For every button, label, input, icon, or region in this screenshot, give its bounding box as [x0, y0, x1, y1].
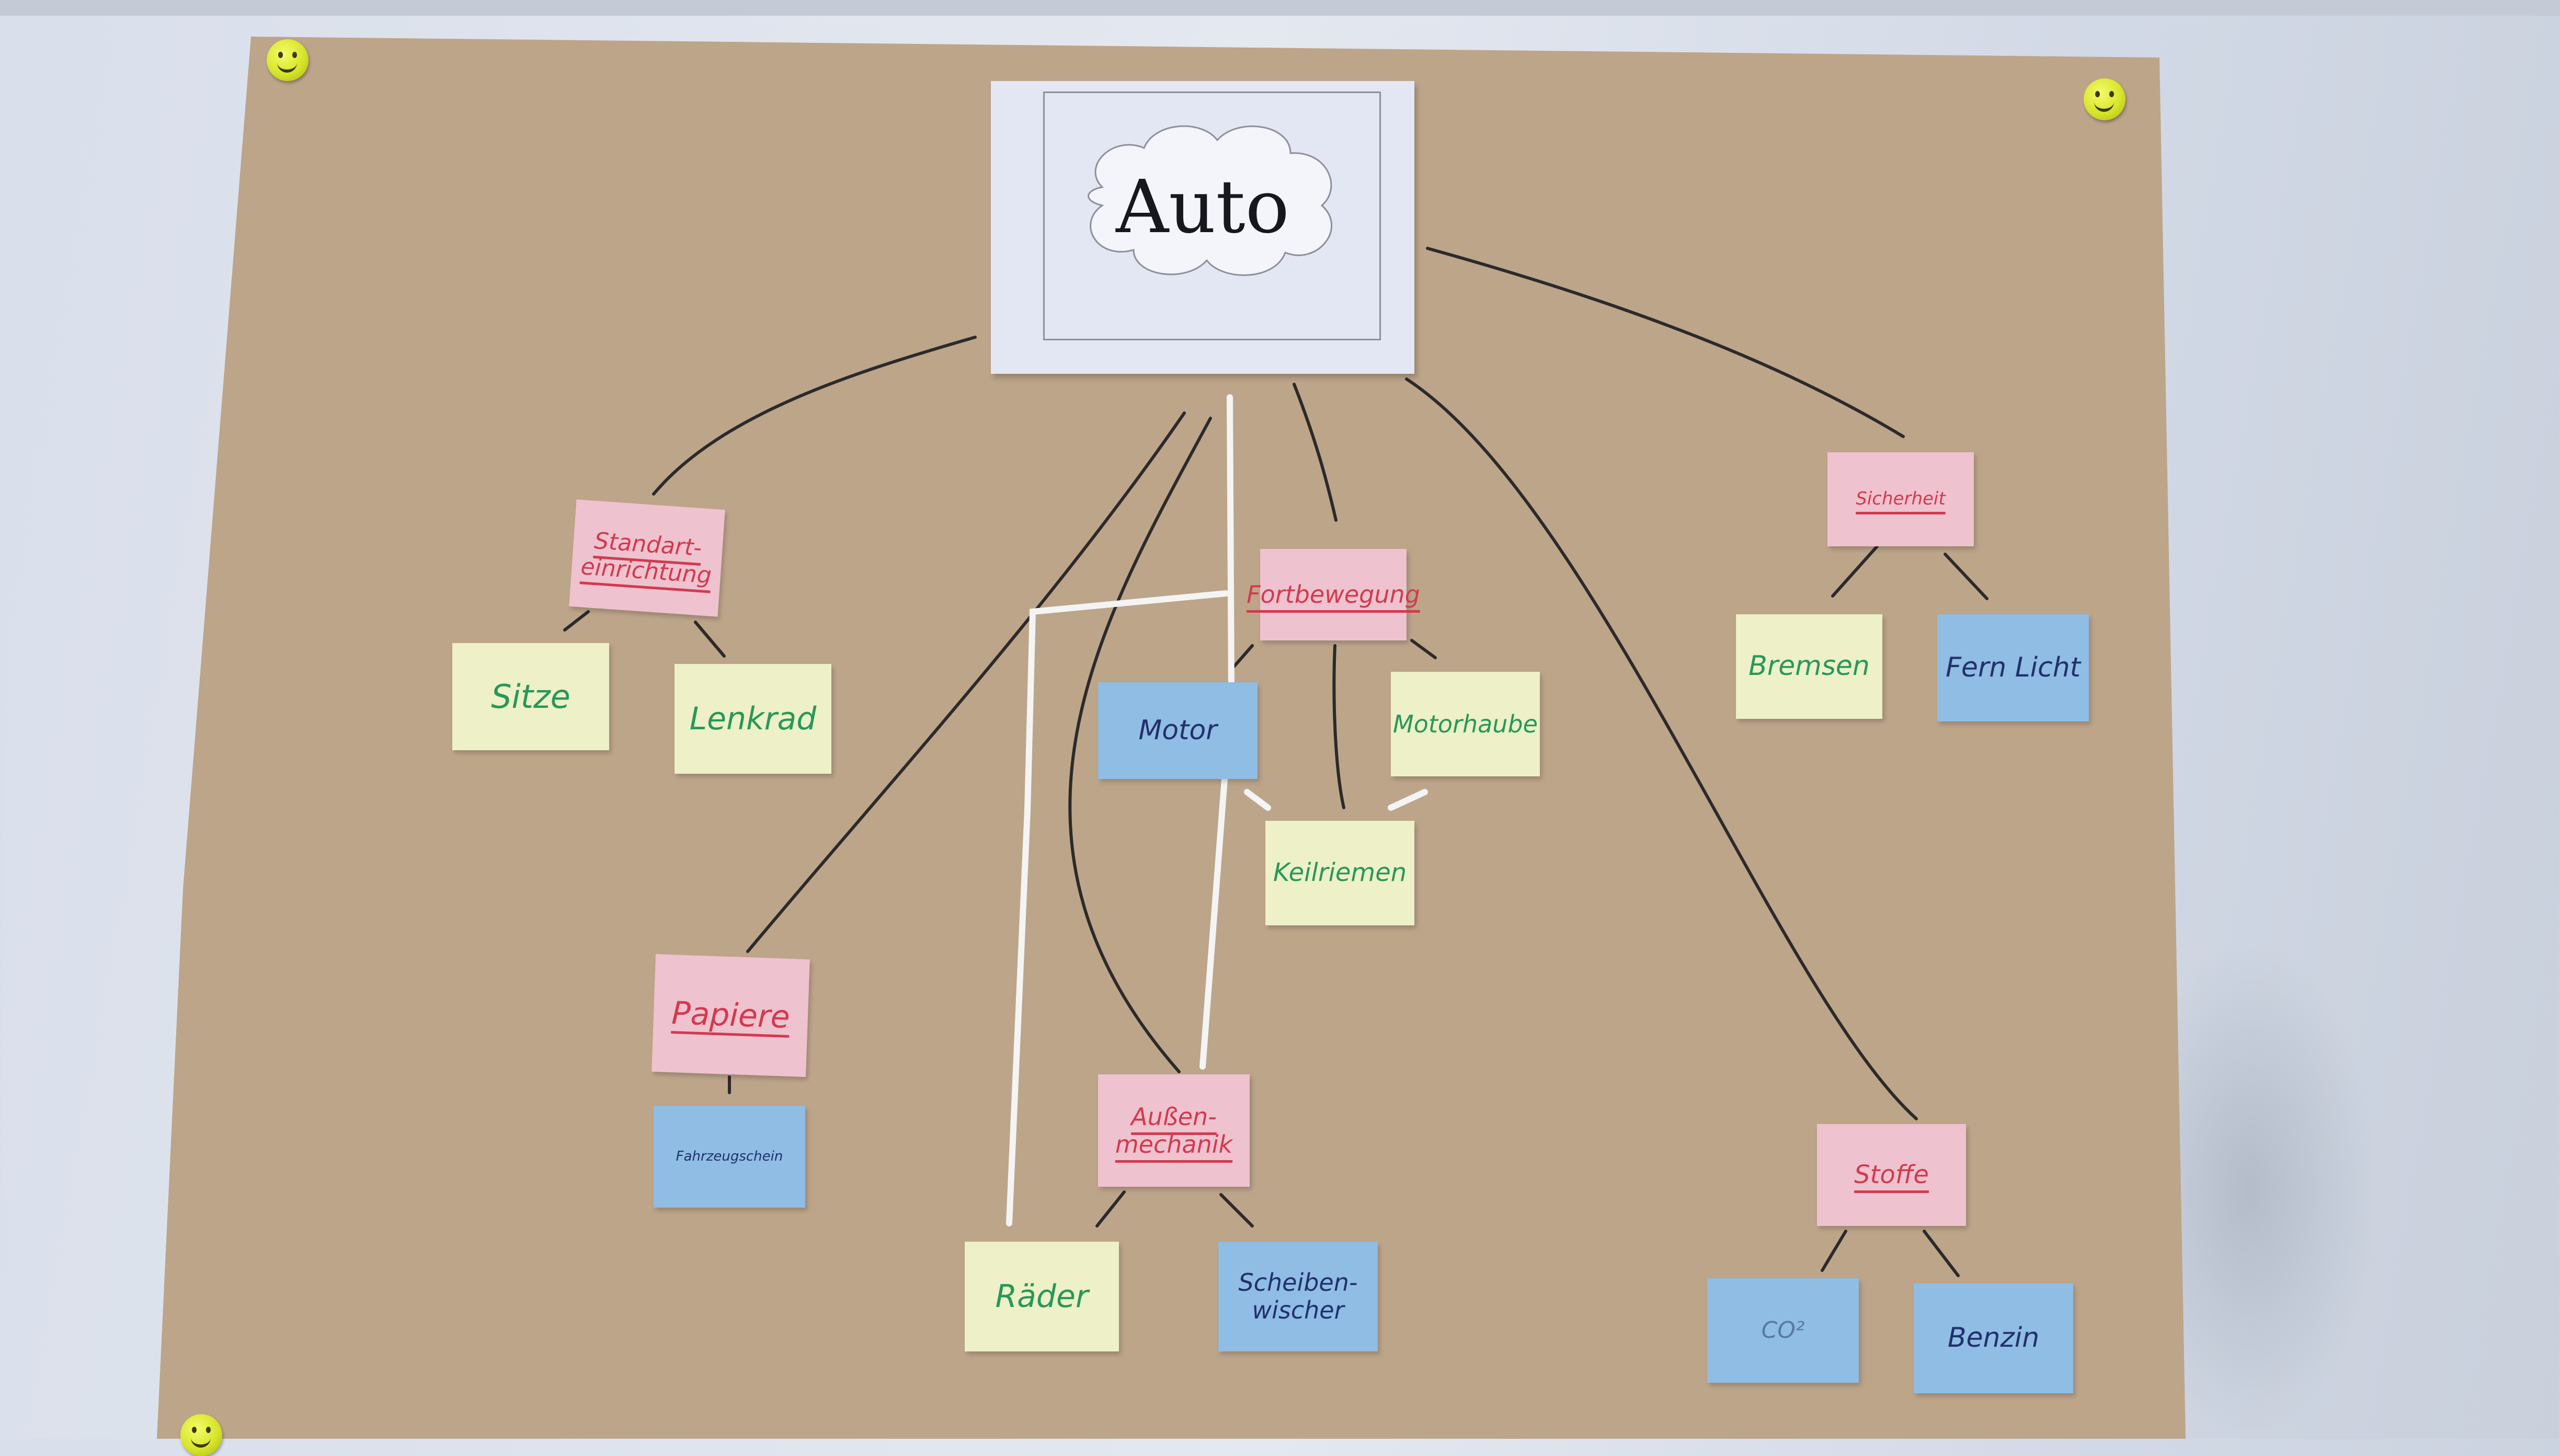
- edge-auto-papiere: [746, 411, 1186, 953]
- edge-standard-lenkrad: [694, 621, 726, 658]
- title-frame: [1043, 91, 1381, 340]
- edge-aussenmechanik-scheibenwischer: [1219, 1193, 1254, 1228]
- chalk-accent-right: [1388, 789, 1428, 811]
- edge-auto-fortbewegung: [1293, 383, 1338, 522]
- edge-auto-aussenmechanik: [1068, 417, 1212, 1073]
- edge-auto-standardeinrichtung: [652, 336, 977, 496]
- node-label: Stoffe: [1854, 1160, 1929, 1189]
- edge-sicherheit-bremsen: [1831, 545, 1879, 598]
- node-scheibenwischer: Scheiben- wischer: [1218, 1242, 1378, 1351]
- node-fernlicht: Fern Licht: [1937, 614, 2089, 721]
- node-aussenmechanik: Außen- mechanik: [1098, 1074, 1250, 1187]
- smiley-pin-icon: [267, 39, 308, 81]
- node-fortbewegung: Fortbewegung: [1247, 549, 1420, 640]
- node-label: Keilriemen: [1273, 858, 1407, 888]
- node-motor: Motor: [1098, 682, 1258, 779]
- cloud-shape-icon: [1088, 125, 1333, 276]
- node-stoffe: Stoffe: [1817, 1124, 1966, 1226]
- node-benzin: Benzin: [1914, 1283, 2073, 1393]
- node-label: Motorhaube: [1393, 709, 1538, 738]
- node-standardeinrichtung: Standart- einrichtung: [569, 499, 725, 617]
- node-lenkrad: Lenkrad: [675, 664, 831, 774]
- node-raeder: Räder: [965, 1242, 1119, 1351]
- node-sitze: Sitze: [452, 643, 609, 750]
- node-label: Fortbewegung: [1247, 580, 1420, 609]
- root-title: Auto: [1116, 165, 1289, 250]
- node-label: Sicherheit: [1856, 488, 1946, 510]
- smiley-pin-icon: [180, 1414, 222, 1456]
- node-label: Sitze: [491, 677, 570, 716]
- node-label: Fahrzeugschein: [676, 1148, 783, 1164]
- node-label: Bremsen: [1748, 650, 1870, 682]
- node-papiere: Papiere: [652, 954, 810, 1077]
- node-label: Benzin: [1947, 1322, 2040, 1354]
- node-label: Fern Licht: [1945, 651, 2081, 683]
- node-fahrzeugschein: Fahrzeugschein: [654, 1106, 805, 1208]
- node-sicherheit: Sicherheit: [1827, 452, 1974, 546]
- edge-sicherheit-fernlicht: [1944, 553, 1988, 600]
- smiley-pin-icon: [2084, 78, 2125, 120]
- edge-standard-sitze: [563, 610, 590, 632]
- root-title-card: Auto: [991, 81, 1414, 374]
- node-label: Motor: [1138, 714, 1217, 746]
- node-label: Standart- einrichtung: [580, 527, 713, 589]
- edge-auto-stoffe: [1405, 377, 1918, 1120]
- node-label: Außen- mechanik: [1115, 1102, 1233, 1159]
- node-label: Scheiben- wischer: [1238, 1268, 1358, 1324]
- edge-stoffe-benzin: [1923, 1230, 1960, 1277]
- edge-auto-sicherheit: [1426, 247, 1905, 438]
- connector-lines: [563, 247, 1988, 1277]
- edge-fortbewegung-motorhaube: [1410, 639, 1437, 659]
- whiteboard-frame: [0, 0, 2560, 16]
- node-label: CO²: [1761, 1316, 1805, 1344]
- chalk-accent-left: [1244, 789, 1271, 811]
- node-label: Räder: [995, 1278, 1089, 1315]
- node-motorhaube: Motorhaube: [1391, 672, 1540, 776]
- node-co2: CO²: [1707, 1278, 1859, 1383]
- node-bremsen: Bremsen: [1736, 614, 1882, 719]
- edge-stoffe-co2: [1821, 1230, 1847, 1272]
- node-keilriemen: Keilriemen: [1265, 821, 1414, 925]
- edge-fortbewegung-motor: [1232, 644, 1254, 668]
- node-label: Lenkrad: [689, 700, 817, 737]
- edge-fortbewegung-keilriemen: [1332, 644, 1345, 809]
- edge-aussenmechanik-raeder: [1095, 1190, 1126, 1228]
- chalk-left-loop: [1006, 590, 1229, 1226]
- node-label: Papiere: [671, 995, 791, 1036]
